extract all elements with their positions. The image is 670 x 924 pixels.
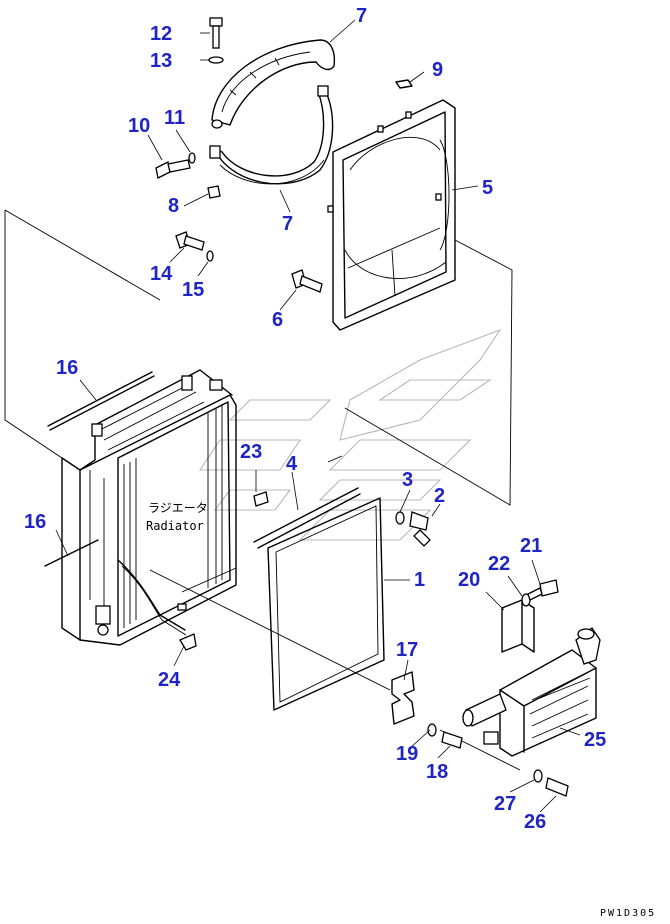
watermark-logo <box>198 328 502 541</box>
callout-9: 9 <box>432 59 443 81</box>
seal-part-4 <box>253 455 361 549</box>
bolt-part-10 <box>155 159 191 179</box>
callout-5: 5 <box>482 177 493 199</box>
washer-part-13 <box>208 56 224 64</box>
washer-part-19 <box>427 723 437 737</box>
guide-lines <box>4 209 521 771</box>
callout-16-lower: 16 <box>24 511 46 533</box>
bracket-part-17 <box>391 671 415 725</box>
callout-12: 12 <box>150 23 172 45</box>
bolt-part-18 <box>441 731 463 749</box>
washer-part-11 <box>188 152 196 164</box>
callout-21: 21 <box>520 535 542 557</box>
bolt-part-26 <box>545 777 569 797</box>
bolt-part-12 <box>209 17 223 49</box>
bolt-part-2 <box>409 511 431 547</box>
callout-23: 23 <box>240 441 262 463</box>
callouts: 12 13 7 9 10 11 5 8 7 14 15 6 16 23 4 3 … <box>24 5 606 833</box>
radiator-plate-label-en: Radiator <box>146 519 204 533</box>
drawing-code: PW1D305 <box>600 908 656 919</box>
callout-7-upper: 7 <box>356 5 367 27</box>
clip-part-9 <box>395 79 413 89</box>
drain-cap-part-24 <box>179 633 197 651</box>
nut-part-8 <box>207 185 221 199</box>
callout-4: 4 <box>286 453 298 475</box>
callout-25: 25 <box>584 729 606 751</box>
callout-7-lower: 7 <box>282 213 293 235</box>
washer-part-27 <box>533 769 543 783</box>
bolt-part-14 <box>175 231 205 251</box>
cooler-part-25 <box>462 627 601 757</box>
callout-14: 14 <box>150 263 173 285</box>
callout-20: 20 <box>458 569 480 591</box>
radiator-plate-label-jp: ラジエータ <box>148 501 208 515</box>
callout-27: 27 <box>494 793 516 815</box>
callout-22: 22 <box>488 553 510 575</box>
fan-guard-upper <box>211 39 336 129</box>
washer-part-3 <box>395 511 405 525</box>
callout-13: 13 <box>150 50 172 72</box>
drain-cock-part-23 <box>253 491 269 507</box>
callout-24: 24 <box>158 669 181 691</box>
fan-guard-lower <box>209 85 334 185</box>
leader-lines <box>55 19 581 813</box>
radiator-core <box>61 369 237 646</box>
callout-19: 19 <box>396 743 418 765</box>
callout-26: 26 <box>524 811 546 833</box>
callout-8: 8 <box>168 195 179 217</box>
bolt-part-21 <box>527 579 559 601</box>
callout-11: 11 <box>164 107 185 129</box>
callout-3: 3 <box>402 469 413 491</box>
fan-shroud <box>327 99 456 331</box>
rod-part-16-lower <box>44 539 99 567</box>
callout-2: 2 <box>434 485 445 507</box>
callout-6: 6 <box>272 309 283 331</box>
callout-17: 17 <box>396 639 418 661</box>
callout-18: 18 <box>426 761 448 783</box>
callout-15: 15 <box>182 279 204 301</box>
screen-part-1 <box>267 497 385 711</box>
bracket-part-20 <box>501 599 535 653</box>
bolt-part-6 <box>291 269 323 293</box>
rod-part-16-upper <box>47 371 155 431</box>
callout-1: 1 <box>414 569 425 591</box>
callout-10: 10 <box>128 115 150 137</box>
washer-part-15 <box>206 250 214 262</box>
callout-16-upper: 16 <box>56 357 78 379</box>
